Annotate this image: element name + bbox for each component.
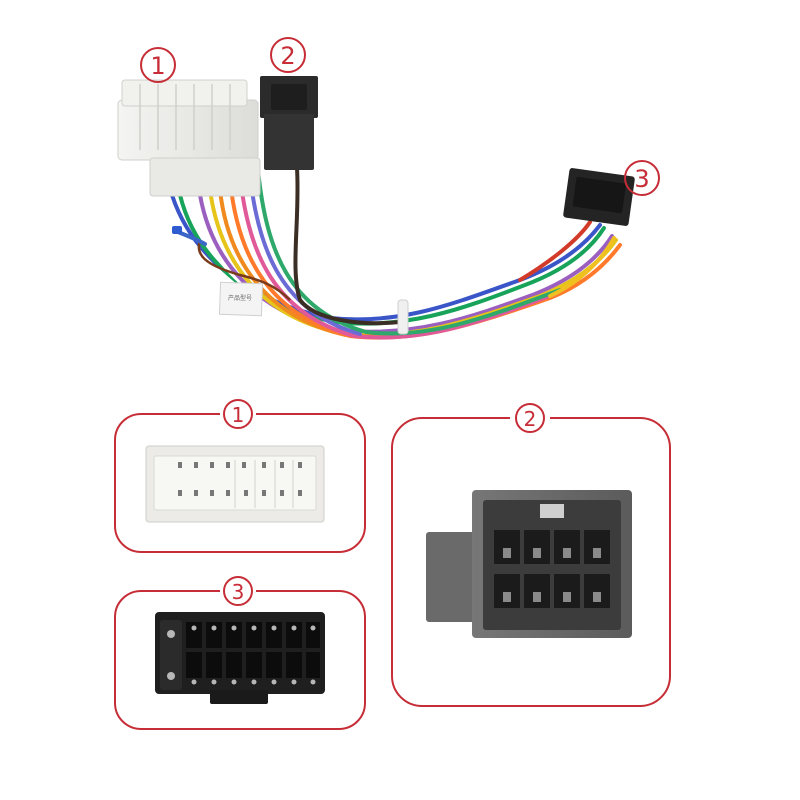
connector-3-black — [563, 168, 635, 226]
photo-label-2: 2 — [270, 37, 306, 73]
wiring-harness-photo: 产品型号 1 — [117, 37, 660, 340]
svg-text:3: 3 — [634, 165, 649, 193]
label-tag: 产品型号 — [218, 281, 264, 317]
svg-text:产品型号: 产品型号 — [228, 294, 252, 302]
svg-text:2: 2 — [280, 42, 295, 70]
connector-1-face — [145, 445, 325, 523]
photo-label-1: 1 — [140, 47, 176, 83]
panel-1-badge: 1 — [232, 403, 245, 427]
panel-2-badge: 2 — [524, 407, 537, 431]
detail-panel-1: 1 — [114, 399, 366, 553]
photo-label-3: 3 — [624, 160, 660, 196]
connector-2-black — [260, 76, 318, 170]
connector-1-white — [117, 79, 261, 197]
connector-3-face — [155, 612, 325, 704]
svg-text:1: 1 — [150, 52, 165, 80]
detail-panel-3: 3 — [114, 576, 366, 730]
connector-2-face — [426, 490, 632, 638]
panel-3-badge: 3 — [232, 580, 245, 604]
detail-panel-2: 2 — [391, 402, 671, 707]
